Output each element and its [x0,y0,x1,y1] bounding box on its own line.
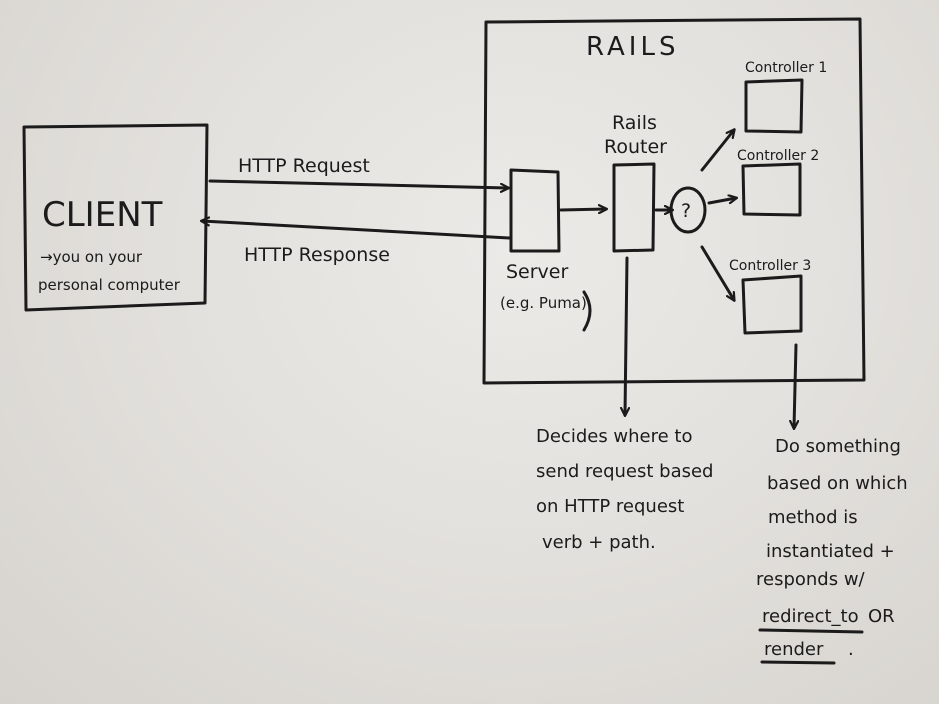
server-label: Server [506,261,568,283]
client-subtitle-line1: →you on your [40,248,143,266]
decision-to-controller-1-arrow [700,130,734,172]
decision-circle [669,186,707,234]
controller-note-line2: based on which [767,473,908,494]
rails-title: RAILS [586,32,679,62]
controller-note-line1: Do something [775,436,901,457]
server-example: (e.g. Puma) [500,294,587,312]
client-title: CLIENT [42,195,163,235]
controller-note-line3: method is [768,507,858,528]
http-request-arrow [208,179,508,188]
router-note-line3: on HTTP request [536,496,684,517]
rails-boundary-box [482,17,866,385]
router-note-arrow [625,256,627,415]
router-note-line1: Decides where to [536,426,693,447]
controller-note-arrow [794,343,796,428]
http-response-label: HTTP Response [244,244,390,266]
trailing-period: . [848,639,854,660]
controller-1-label: Controller 1 [745,60,827,76]
redirect-to-underline [758,628,864,634]
http-request-label: HTTP Request [238,155,370,177]
decision-to-controller-2-arrow [707,198,736,205]
decision-symbol: ? [681,200,691,222]
redirect-to-keyword: redirect_to [762,606,859,627]
or-word: OR [868,606,895,627]
client-box [22,123,209,312]
http-response-arrow [202,221,512,240]
router-note-line4: verb + path. [542,532,656,553]
controller-note-line5: responds w/ [756,569,866,590]
server-box [509,168,561,253]
render-underline [760,660,836,665]
controller-note-line4: instantiated + [766,541,895,562]
controller-2-box [741,162,802,217]
render-keyword: render [764,639,824,660]
client-subtitle-line2: personal computer [38,276,181,294]
router-label-line1: Rails [612,112,657,134]
server-parenthesis-mark [582,290,592,332]
controller-1-box [744,78,804,134]
server-to-router-arrow [559,209,606,210]
router-label-line2: Router [604,136,667,158]
decision-to-controller-3-arrow [700,245,734,300]
router-box [612,162,656,253]
controller-3-label: Controller 3 [729,258,811,274]
controller-2-label: Controller 2 [737,148,819,164]
controller-3-box [741,274,803,335]
router-note-line2: send request based [536,461,714,482]
